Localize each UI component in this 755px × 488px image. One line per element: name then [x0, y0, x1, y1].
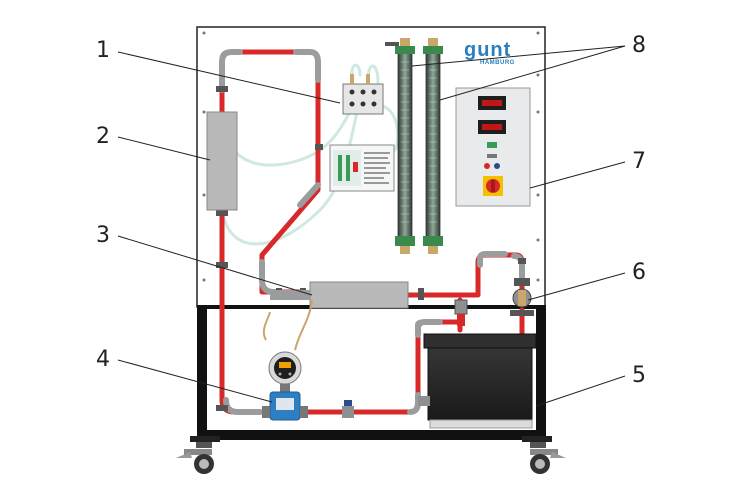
callout-number-5: 5	[632, 363, 646, 388]
caster-right	[530, 442, 566, 474]
logo-sub: HAMBURG	[480, 60, 515, 66]
component-6-pump-valve	[454, 278, 534, 326]
callout-lines	[117, 45, 626, 407]
callout-line-3	[117, 235, 313, 296]
callout-line-7	[529, 161, 626, 189]
component-2-heat-exchanger	[206, 111, 238, 211]
callout-line-1	[117, 51, 341, 104]
callout-line-8a	[411, 45, 626, 67]
component-8-manometer-tubes	[385, 38, 443, 254]
component-1-sensor-block	[342, 74, 384, 115]
callout-line-5	[535, 375, 626, 407]
callout-number-7: 7	[632, 149, 646, 174]
ball-valve	[342, 400, 354, 418]
component-7-control-box	[455, 87, 531, 207]
callout-number-2: 2	[96, 124, 110, 149]
callout-line-4	[117, 359, 273, 403]
callout-line-6	[527, 272, 626, 301]
component-4-flowmeter	[262, 299, 313, 421]
caster-left	[176, 442, 214, 474]
callout-number-4: 4	[96, 347, 110, 372]
callout-number-6: 6	[632, 260, 646, 285]
logo-word: gunt	[464, 39, 511, 61]
callout-line-2	[117, 136, 211, 161]
callout-number-1: 1	[96, 38, 110, 63]
gunt-logo: gunt HAMBURG	[464, 39, 515, 66]
schematic-card	[329, 144, 395, 192]
component-5-tank	[418, 333, 537, 429]
callout-line-8b	[439, 45, 626, 101]
callout-number-8: 8	[632, 33, 646, 58]
component-3-test-section	[309, 281, 409, 309]
callout-number-3: 3	[96, 223, 110, 248]
panel-screws	[202, 31, 540, 282]
